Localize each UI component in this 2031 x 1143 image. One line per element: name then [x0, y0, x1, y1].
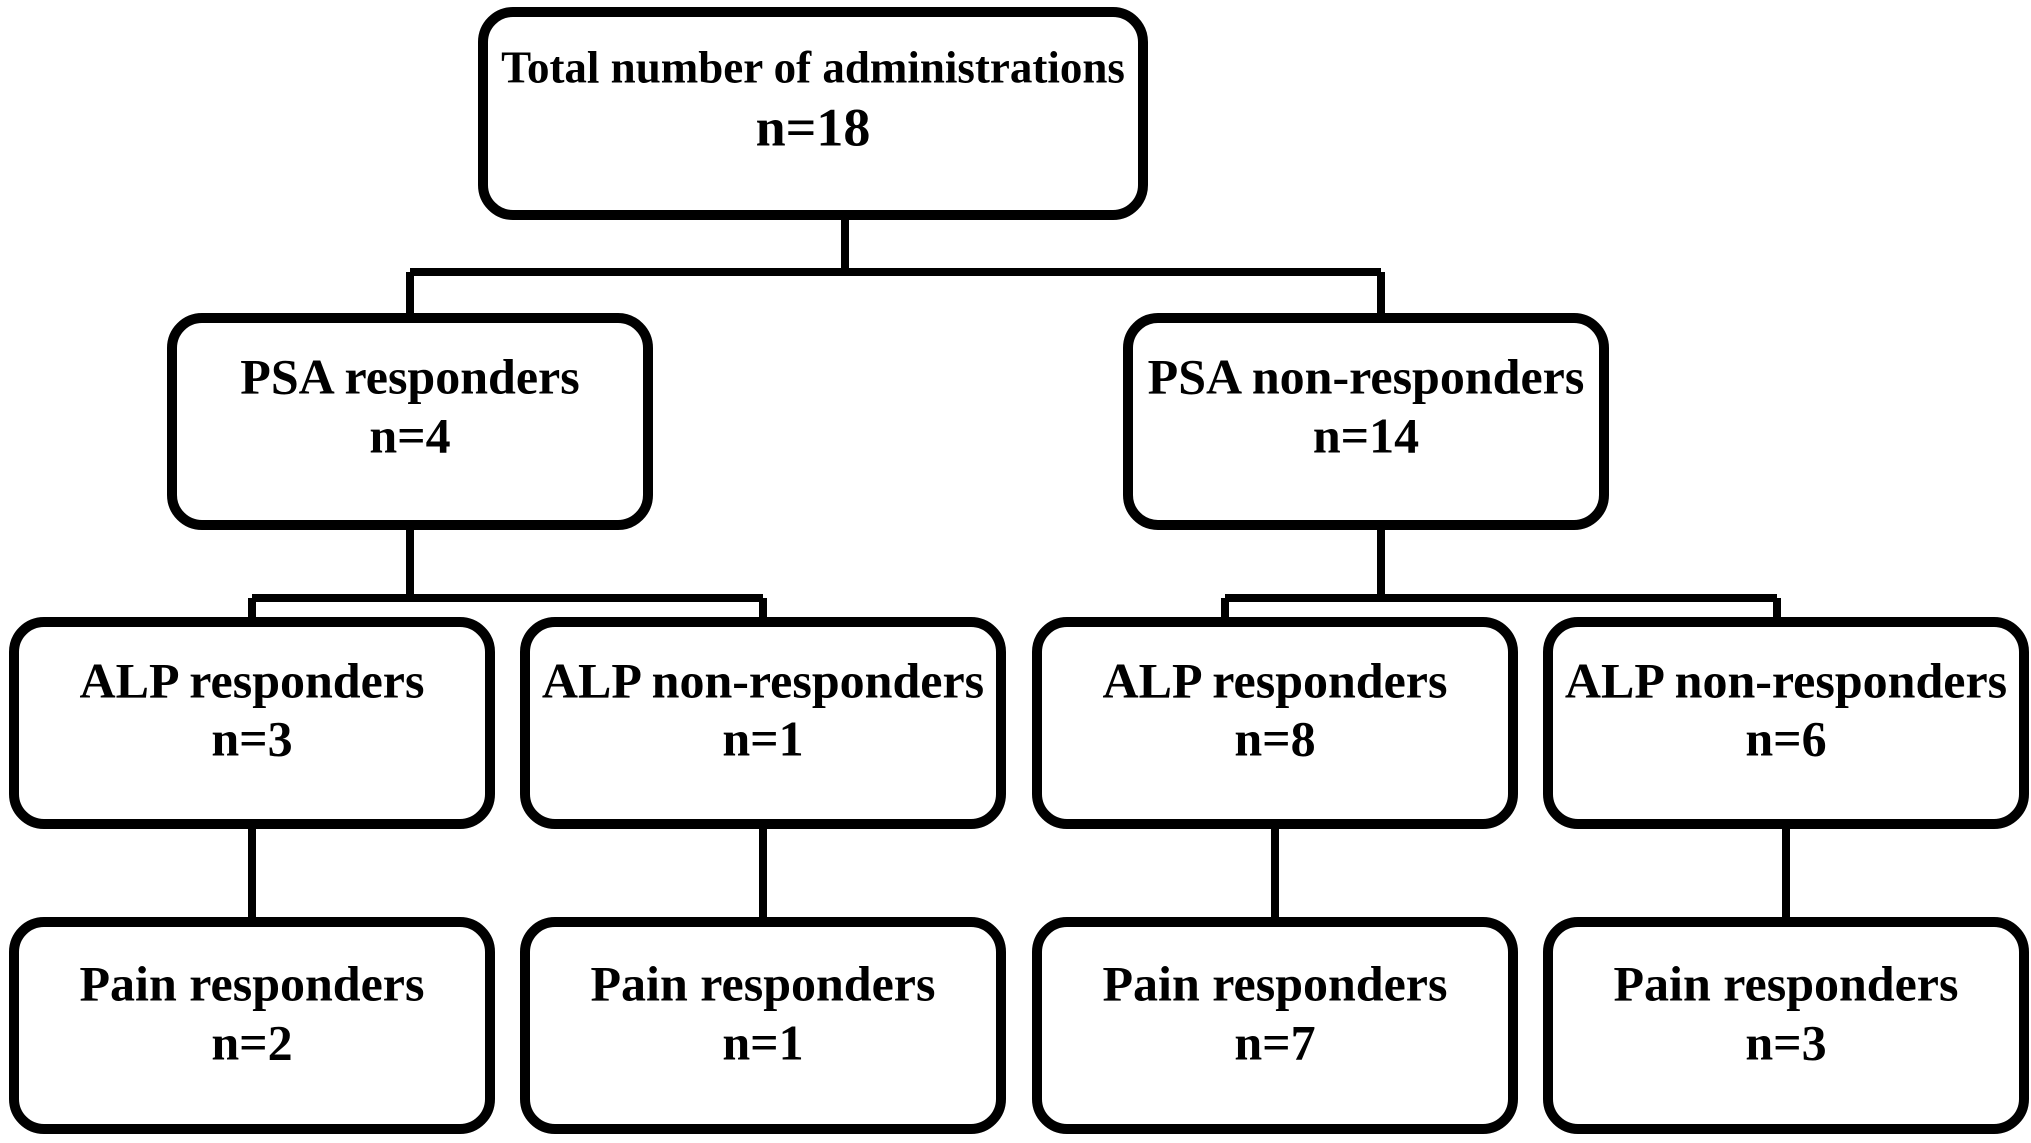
node-label-pain-responders-3: Pain responders: [1103, 955, 1448, 1011]
node-label-alp-non-responders-1: ALP non-responders: [542, 652, 984, 708]
node-alp-non-responders-1[interactable]: ALP non-responders n=1: [520, 617, 1006, 829]
node-pain-responders-4[interactable]: Pain responders n=3: [1543, 917, 2029, 1134]
node-label-psa-non-responders: PSA non-responders: [1148, 348, 1585, 404]
node-psa-responders[interactable]: PSA responders n=4: [167, 313, 653, 530]
node-pain-responders-2[interactable]: Pain responders n=1: [520, 917, 1006, 1134]
node-label-alp-responders-2: ALP responders: [1103, 652, 1448, 708]
node-count-alp-non-responders-2: n=6: [1745, 710, 1826, 766]
node-label-total-administrations: Total number of administrations: [501, 42, 1125, 92]
node-pain-responders-3[interactable]: Pain responders n=7: [1032, 917, 1518, 1134]
node-count-psa-responders: n=4: [369, 407, 450, 463]
node-box-alp-non-responders-1[interactable]: [520, 617, 1006, 829]
node-label-alp-responders-1: ALP responders: [80, 652, 425, 708]
node-box-alp-responders-1[interactable]: [9, 617, 495, 829]
node-box-total-administrations[interactable]: [478, 7, 1148, 220]
node-count-pain-responders-4: n=3: [1745, 1014, 1826, 1070]
node-alp-non-responders-2[interactable]: ALP non-responders n=6: [1543, 617, 2029, 829]
node-count-alp-responders-2: n=8: [1234, 710, 1315, 766]
node-psa-non-responders[interactable]: PSA non-responders n=14: [1123, 313, 1609, 530]
node-label-pain-responders-4: Pain responders: [1614, 955, 1959, 1011]
node-count-alp-responders-1: n=3: [211, 710, 292, 766]
node-label-psa-responders: PSA responders: [240, 348, 579, 404]
node-alp-responders-2[interactable]: ALP responders n=8: [1032, 617, 1518, 829]
node-count-pain-responders-3: n=7: [1234, 1014, 1315, 1070]
node-label-pain-responders-1: Pain responders: [80, 955, 425, 1011]
node-box-pain-responders-3[interactable]: [1032, 917, 1518, 1134]
node-count-alp-non-responders-1: n=1: [722, 710, 803, 766]
node-count-psa-non-responders: n=14: [1313, 407, 1419, 463]
node-box-pain-responders-1[interactable]: [9, 917, 495, 1134]
connector-group: [248, 215, 1790, 922]
node-count-pain-responders-1: n=2: [211, 1014, 292, 1070]
node-pain-responders-1[interactable]: Pain responders n=2: [9, 917, 495, 1134]
node-label-alp-non-responders-2: ALP non-responders: [1565, 652, 2007, 708]
node-alp-responders-1[interactable]: ALP responders n=3: [9, 617, 495, 829]
node-box-psa-non-responders[interactable]: [1123, 313, 1609, 530]
node-box-psa-responders[interactable]: [167, 313, 653, 530]
node-box-pain-responders-2[interactable]: [520, 917, 1006, 1134]
node-box-alp-responders-2[interactable]: [1032, 617, 1518, 829]
node-box-pain-responders-4[interactable]: [1543, 917, 2029, 1134]
node-count-total-administrations: n=18: [756, 97, 871, 157]
node-count-pain-responders-2: n=1: [722, 1014, 803, 1070]
node-label-pain-responders-2: Pain responders: [591, 955, 936, 1011]
node-box-alp-non-responders-2[interactable]: [1543, 617, 2029, 829]
node-total-administrations[interactable]: Total number of administrations n=18: [478, 7, 1148, 220]
